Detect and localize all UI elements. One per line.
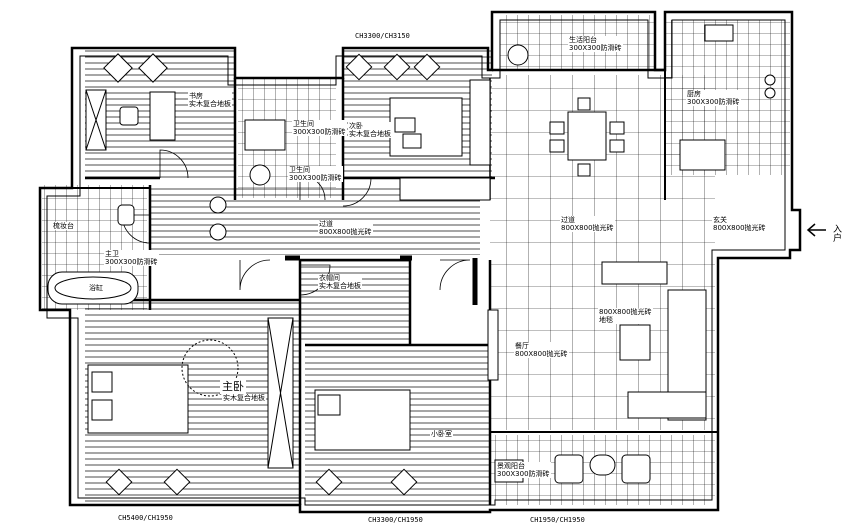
bedroom2-cabinet — [399, 177, 491, 201]
balcony-chair2 — [621, 454, 651, 484]
balcony-table — [589, 454, 616, 476]
shower — [244, 119, 286, 151]
plant5 — [345, 53, 373, 81]
washing-machine — [507, 44, 529, 66]
bed2-pillow1 — [394, 117, 416, 133]
toilet — [117, 204, 135, 226]
plant2 — [138, 53, 168, 83]
outer-wall — [38, 10, 802, 514]
plant6 — [383, 53, 411, 81]
plant4 — [163, 468, 191, 496]
room-label-bedroom3: 小卧室 — [430, 430, 453, 438]
washbasin2 — [209, 223, 227, 241]
study-door — [159, 149, 189, 179]
room-label-vanity: 梳妆台 — [52, 222, 75, 230]
stove2 — [764, 87, 776, 99]
master-pillow2 — [91, 399, 113, 421]
tv-cabinet — [487, 309, 499, 381]
study-chair — [119, 106, 139, 126]
master-pillow1 — [91, 371, 113, 393]
bedroom3-door — [439, 259, 471, 291]
plant7 — [413, 53, 441, 81]
plant1 — [103, 53, 133, 83]
plant8 — [315, 468, 343, 496]
room-label-bath: 浴缸 — [88, 284, 104, 292]
bed3-pillow — [317, 394, 341, 416]
dining-table — [567, 111, 607, 161]
plant9 — [390, 468, 418, 496]
sofa-bottom — [627, 391, 707, 419]
room-label-bedroom2: 次卧实木复合地板 — [348, 122, 392, 138]
room-label-cloak: 衣帽间实木复合地板 — [318, 274, 362, 290]
entrance-label: 入户 — [831, 224, 841, 242]
furniture — [47, 24, 776, 496]
dim-bottom-left: CH5400/CH1950 — [118, 514, 173, 522]
cloak-floor — [300, 260, 410, 342]
master-rug — [181, 339, 239, 397]
study-desk — [149, 91, 176, 141]
bed2-pillow2 — [402, 133, 422, 149]
room-label-study: 书房实木复合地板 — [188, 92, 232, 108]
kitchen-counter — [679, 139, 726, 171]
toilet2 — [249, 164, 271, 186]
stove1 — [764, 74, 776, 86]
wardrobe2 — [469, 79, 491, 166]
dim-bottom-mid: CH3300/CH1950 — [368, 516, 423, 524]
master-door — [239, 259, 271, 291]
dim-top: CH3300/CH3150 — [355, 32, 410, 40]
balcony-chair1 — [554, 454, 584, 484]
washbasin1 — [209, 196, 227, 214]
bedroom2-door — [342, 177, 372, 207]
room-label-master-finish: 实木复合地板 — [222, 394, 266, 402]
sofa-chaise — [601, 261, 668, 285]
room-label-living: 800X800抛光砖地毯 — [598, 308, 653, 324]
sink — [704, 24, 734, 42]
coffee-table — [619, 324, 651, 361]
entrance-arrow-icon — [806, 223, 826, 237]
room-label-master: 主卧 — [220, 378, 246, 394]
dim-bottom-right: CH1950/CH1950 — [530, 516, 585, 524]
plant3 — [105, 468, 133, 496]
